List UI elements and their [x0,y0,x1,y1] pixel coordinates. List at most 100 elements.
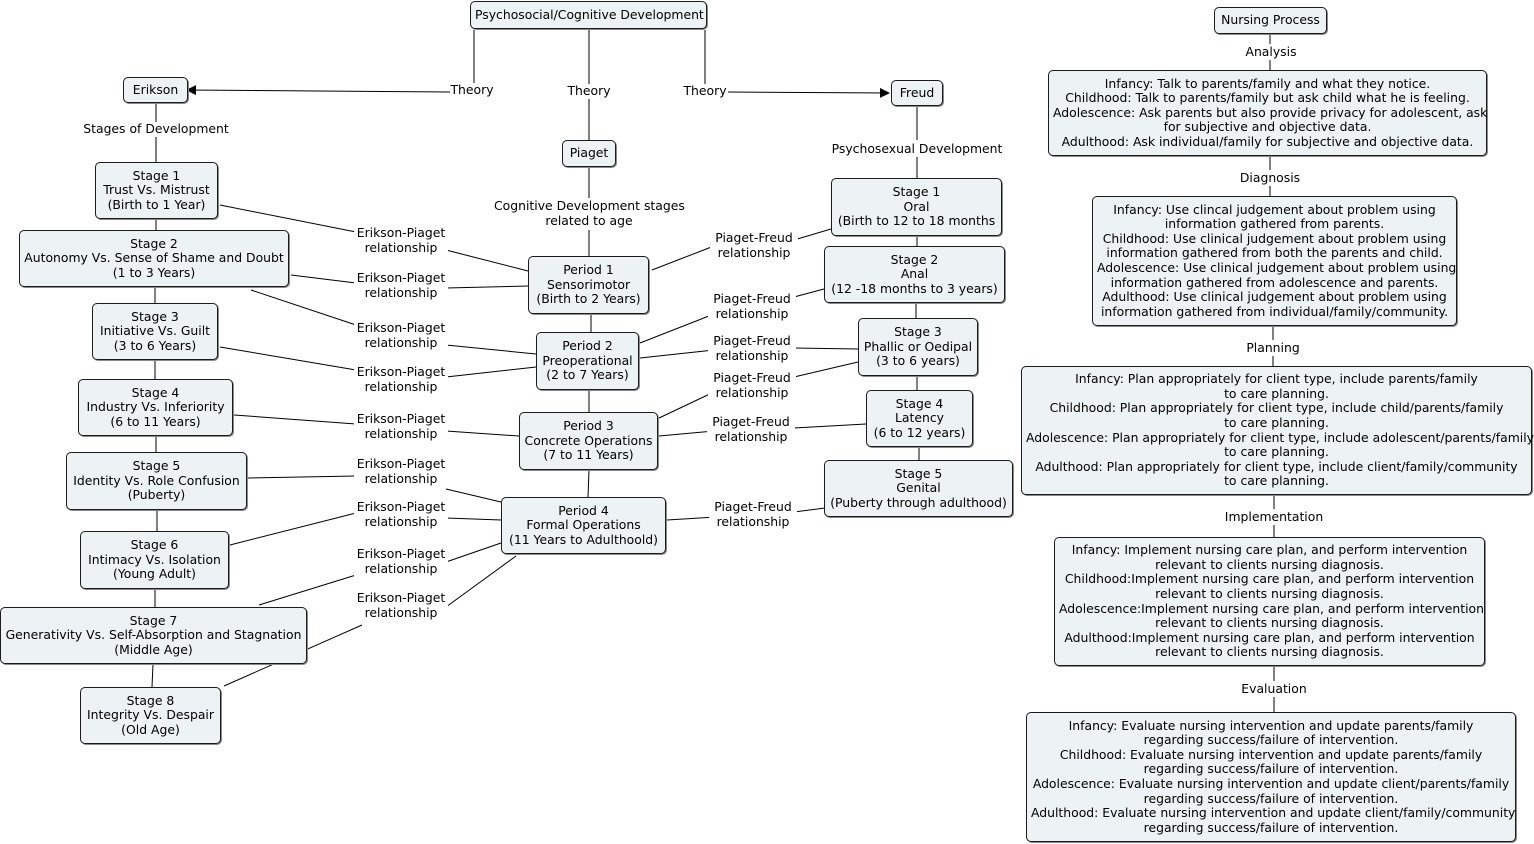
diagnosis-line: information gathered from both the paren… [1106,245,1443,261]
evaluation-line: Childhood: Evaluate nursing intervention… [1059,746,1483,762]
root-title: Psychosocial/Cognitive Development [475,6,704,22]
stage-name: Phallic or Oedipal [863,338,973,354]
stage-age: (Old Age) [121,721,180,737]
stage-number: Stage 6 [130,537,179,553]
stage-age: (3 to 6 years) [876,353,960,369]
diagnosis-line: information gathered from individual/fam… [1100,303,1449,319]
period-number: Period 4 [558,502,609,518]
psychosexual-development-label: Psychosexual Development [831,141,1003,157]
implementation-line: relevant to clients nursing diagnosis. [1155,556,1384,572]
stage-age: (Birth to 12 to 18 months [837,213,996,229]
stage-number: Stage 1 [132,167,181,183]
diagnosis-line: Childhood: Use clinical judgement about … [1102,230,1447,246]
stage-number: Stage 7 [129,612,178,628]
evaluation-line: Adolescence: Evaluate nursing interventi… [1032,776,1510,791]
period-number: Period 1 [563,262,614,278]
stage-name: Integrity Vs. Despair [87,707,214,723]
period-age: (Birth to 2 Years) [536,291,641,307]
implementation-line: Infancy: Implement nursing care plan, an… [1071,542,1468,558]
evaluation-line: Adulthood: Evaluate nursing intervention… [1031,805,1516,821]
period-number: Period 3 [563,418,614,434]
evaluation-line: regarding success/failure of interventio… [1143,761,1399,777]
period-number: Period 2 [562,338,613,354]
planning-line: Childhood: Plan appropriately for client… [1049,400,1504,416]
piaget-node[interactable]: Piaget [562,140,616,167]
freud-title: Freud [899,84,935,100]
stage-number: Stage 4 [895,395,944,411]
nursing-process-node[interactable]: Nursing Process [1214,7,1327,34]
stage-name: Industry Vs. Inferiority [86,399,225,415]
stage-age: (Birth to 1 Year) [107,196,206,212]
theory-link-label: Theory [683,83,727,99]
analysis-label: Analysis [1240,44,1302,60]
diagnosis-node[interactable]: Infancy: Use clincal judgement about pro… [1092,196,1457,326]
implementation-line: relevant to clients nursing diagnosis. [1155,615,1384,631]
period-name: Concrete Operations [524,432,653,448]
planning-line: to care planning. [1224,473,1329,489]
diagnosis-line: information gathered from parents. [1164,216,1385,232]
planning-line: Adolescence: Plan appropriately for clie… [1026,429,1534,445]
evaluation-line: regarding success/failure of interventio… [1143,819,1399,835]
planning-line: to care planning. [1224,385,1329,401]
evaluation-node[interactable]: Infancy: Evaluate nursing intervention a… [1026,712,1516,842]
stage-age: (3 to 6 Years) [113,337,197,353]
erikson-node[interactable]: Erikson [123,77,188,103]
planning-label: Planning [1240,340,1306,356]
period-age: (2 to 7 Years) [546,367,629,383]
stage-age: (6 to 12 years) [873,424,966,440]
stage-name: Anal [900,266,929,282]
erikson-title: Erikson [132,81,179,97]
planning-node[interactable]: Infancy: Plan appropriately for client t… [1021,366,1534,495]
period-name: Sensorimotor [546,276,631,292]
planning-line: Infancy: Plan appropriately for client t… [1075,371,1478,387]
stage-number: Stage 4 [131,384,180,400]
freud-node[interactable]: Freud [891,80,943,106]
implementation-line: Adulthood:Implement nursing care plan, a… [1064,629,1475,645]
implementation-node[interactable]: Infancy: Implement nursing care plan, an… [1054,537,1485,666]
analysis-node[interactable]: Infancy: Talk to parents/family and what… [1048,70,1487,156]
analysis-line: Childhood: Talk to parents/family but as… [1065,90,1470,106]
analysis-line: Adolescence: Ask parents but also provid… [1053,104,1488,120]
stage-age: (6 to 11 Years) [110,413,201,429]
evaluation-line: regarding success/failure of interventio… [1143,790,1399,806]
evaluation-label: Evaluation [1238,681,1310,697]
evaluation-line: Infancy: Evaluate nursing intervention a… [1068,717,1474,733]
root-node[interactable]: Psychosocial/Cognitive Development [470,1,707,29]
stage-number: Stage 1 [892,184,941,200]
analysis-line: Infancy: Talk to parents/family and what… [1104,75,1431,91]
implementation-line: Childhood:Implement nursing care plan, a… [1064,571,1475,587]
analysis-line: Adulthood: Ask individual/family for sub… [1061,133,1474,149]
stage-name: Trust Vs. Mistrust [103,182,210,198]
stages-of-development-label: Stages of Development [80,121,232,137]
planning-line: to care planning. [1224,414,1329,430]
stage-name: Genital [896,480,941,496]
stage-name: Latency [895,410,944,426]
